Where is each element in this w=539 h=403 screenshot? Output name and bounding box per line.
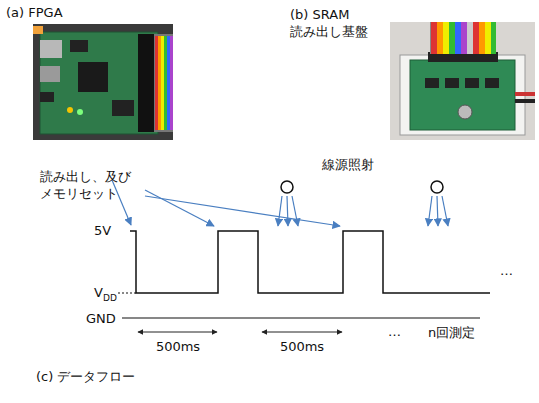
annotation: 線源照射 xyxy=(322,156,374,173)
duration-label: 500ms xyxy=(280,338,324,355)
figure-label: (c) データフロー xyxy=(36,368,135,385)
pointer-arrows xyxy=(112,180,340,226)
measure-note: n回測定 xyxy=(428,324,475,341)
voltage-label: 5V xyxy=(94,222,111,239)
figure-label: (a) FPGA xyxy=(6,4,63,21)
radiation-source xyxy=(278,181,448,226)
annotation: 読み出し、及び メモリセット xyxy=(40,168,140,202)
voltage-label: GND xyxy=(86,310,116,327)
sram-board-photo xyxy=(390,22,535,140)
span-arrows xyxy=(138,332,342,333)
fpga-photo xyxy=(33,24,173,140)
voltage-subscript: DD xyxy=(103,292,117,304)
voltage-label: V xyxy=(94,284,103,301)
ellipsis: … xyxy=(388,323,401,340)
figure-label: (b) SRAM 読み出し基盤 xyxy=(290,6,386,40)
duration-label: 500ms xyxy=(156,338,200,355)
ellipsis: … xyxy=(500,262,513,279)
voltage-waveform xyxy=(118,231,490,318)
